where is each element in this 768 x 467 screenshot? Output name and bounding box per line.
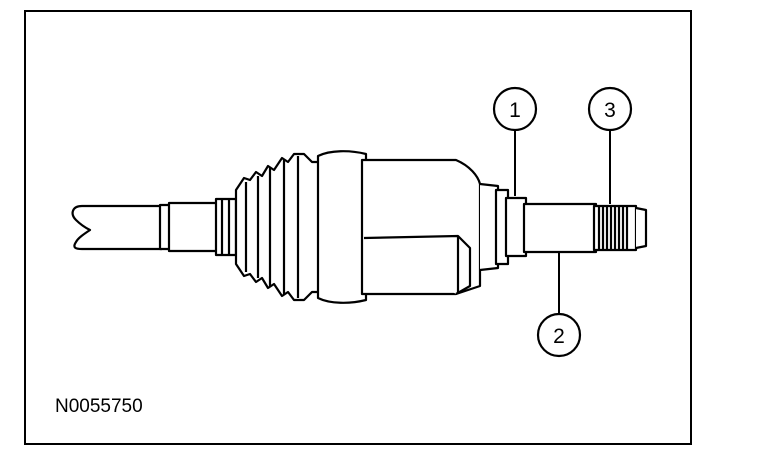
callout-2-label: 2 <box>553 325 565 348</box>
callout-leaders <box>514 130 611 314</box>
callout-2-circle <box>536 312 582 358</box>
callout-3-circle <box>587 86 633 132</box>
shaft-bar <box>71 203 172 251</box>
callout-2: 2 <box>536 312 582 358</box>
stub-shaft <box>522 202 598 254</box>
figure-reference-number: N0055750 <box>55 396 143 417</box>
joint-housing <box>316 150 500 304</box>
callout-3-label: 3 <box>604 99 616 122</box>
spline-tip <box>592 204 648 252</box>
halfshaft-assembly <box>71 150 648 304</box>
seal-ring <box>494 188 528 266</box>
callout-1: 1 <box>492 86 538 132</box>
callout-1-label: 1 <box>509 99 521 122</box>
shaft-collar <box>167 197 238 257</box>
callout-1-circle <box>492 86 538 132</box>
callout-3: 3 <box>587 86 633 132</box>
